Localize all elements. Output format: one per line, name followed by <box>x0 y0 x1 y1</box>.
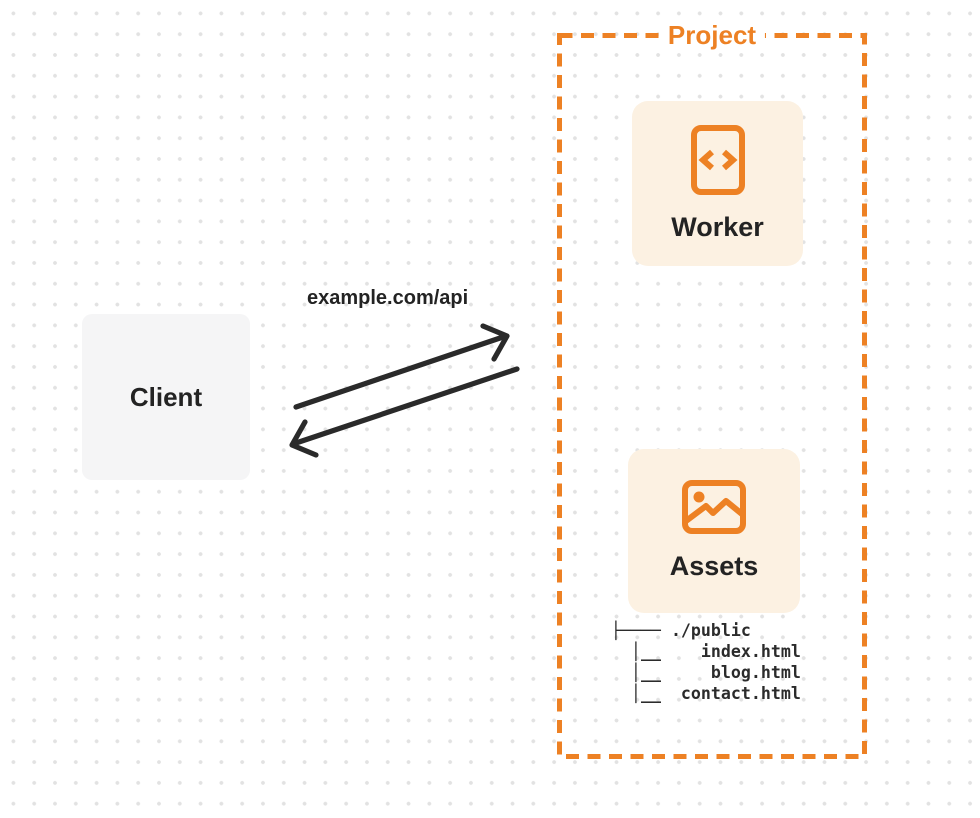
worker-label: Worker <box>671 211 764 242</box>
code-document-icon <box>690 124 745 195</box>
file-tree: ├──── ./public │__ index.html │__ blog.h… <box>611 621 801 703</box>
worker-card: Worker <box>632 101 803 266</box>
response-arrow <box>289 366 520 458</box>
request-url-label: example.com/api <box>307 287 469 309</box>
assets-label: Assets <box>669 551 759 581</box>
client-card: Client <box>82 314 250 480</box>
request-arrow <box>293 323 510 410</box>
assets-card: Assets <box>628 449 800 613</box>
image-icon <box>682 480 746 534</box>
project-label: Project <box>658 19 766 51</box>
client-label: Client <box>129 381 203 412</box>
